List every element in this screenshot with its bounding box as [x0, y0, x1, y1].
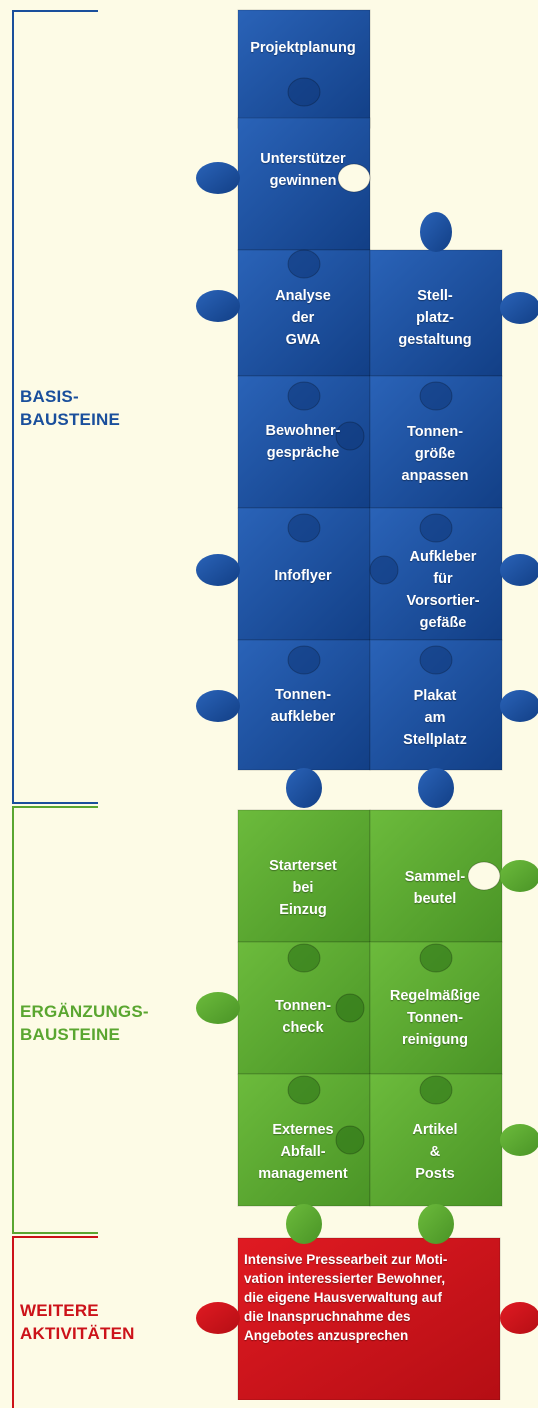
weitere-section-label: WEITERE AKTIVITÄTEN — [20, 1299, 135, 1345]
basis-label-line2: BAUSTEINE — [20, 410, 121, 429]
piece-unterstuetzer-gewinnen: Unterstützer gewinnen — [260, 151, 346, 189]
piece-analyse-der-gwa: Analyse der GWA — [275, 288, 331, 348]
ergaenzung-section-label: ERGÄNZUNGS- BAUSTEINE — [20, 1000, 149, 1046]
piece-infoflyer: Infoflyer — [274, 568, 332, 584]
basis-section-label: BASIS- BAUSTEINE — [20, 385, 120, 431]
piece-tonnengroesse-anpassen: Tonnen- größe anpassen — [401, 424, 469, 484]
ergaenzung-label-line1: ERGÄNZUNGS- — [20, 1002, 149, 1021]
piece-externes-abfallmanagement: Externes Abfall- management — [258, 1122, 348, 1182]
piece-tonnencheck: Tonnen- check — [274, 998, 332, 1036]
basis-label-line1: BASIS- — [20, 387, 79, 406]
basis-bracket — [12, 10, 98, 804]
piece-aufkleber-vorsortiergefaesse: Aufkleber für Vorsortier- gefäße — [406, 549, 480, 631]
weitere-bracket — [12, 1236, 98, 1408]
ergaenzung-bracket — [12, 806, 98, 1234]
piece-bewohnergespraeche: Bewohner- gespräche — [265, 423, 341, 461]
piece-tonnenaufkleber: Tonnen- aufkleber — [270, 687, 336, 725]
weitere-label-line1: WEITERE — [20, 1301, 99, 1320]
piece-sammelbeutel: Sammel- beutel — [404, 869, 466, 907]
piece-plakat-am-stellplatz: Plakat am Stellplatz — [403, 688, 467, 748]
piece-stellplatzgestaltung: Stell- platz- gestaltung — [398, 288, 472, 348]
weitere-aktivitaeten-text: Intensive Pressearbeit zur Moti- vation … — [244, 1252, 448, 1343]
piece-artikel-posts: Artikel & Posts — [412, 1122, 458, 1182]
ergaenzung-label-line2: BAUSTEINE — [20, 1025, 121, 1044]
piece-projektplanung: Projektplanung — [250, 40, 356, 56]
piece-regelmaessige-tonnenreinigung: Regelmäßige Tonnen- reinigung — [389, 988, 481, 1048]
weitere-label-line2: AKTIVITÄTEN — [20, 1324, 135, 1343]
piece-starterset-bei-einzug: Starterset bei Einzug — [269, 858, 337, 918]
